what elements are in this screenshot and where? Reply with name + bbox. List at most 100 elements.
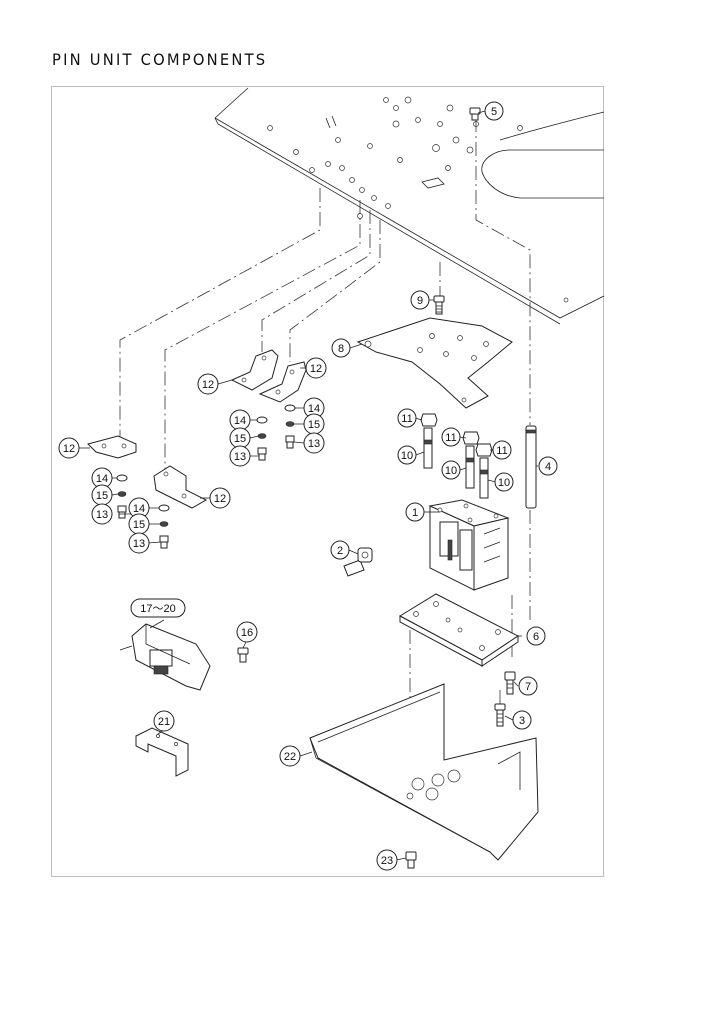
svg-text:13: 13 bbox=[96, 509, 108, 521]
callout-3: 3 bbox=[512, 710, 532, 730]
tray-22 bbox=[309, 683, 539, 861]
callout-11-b: 11 bbox=[441, 427, 461, 447]
svg-text:17～20: 17～20 bbox=[140, 603, 175, 615]
callout-11-c: 11 bbox=[492, 440, 512, 460]
nut-11-b bbox=[462, 431, 480, 445]
callout-13-d: 13 bbox=[303, 432, 325, 454]
cover-21 bbox=[135, 727, 189, 777]
svg-text:22: 22 bbox=[284, 751, 296, 763]
callout-1: 1 bbox=[405, 502, 425, 522]
sensor-unit-17-20 bbox=[119, 623, 211, 691]
callout-12-b: 12 bbox=[209, 487, 231, 509]
svg-text:15: 15 bbox=[96, 490, 108, 502]
washer-14-b bbox=[158, 504, 170, 512]
callouts: 5 9 8 11 10 11 11 10 10 4 1 2 6 7 3 22 2… bbox=[58, 101, 558, 871]
svg-text:6: 6 bbox=[533, 631, 539, 643]
callout-22: 22 bbox=[279, 745, 301, 767]
bracket-12-c bbox=[230, 349, 279, 391]
callout-15-a: 15 bbox=[91, 484, 113, 506]
callout-16: 16 bbox=[236, 621, 258, 643]
pin-10-a bbox=[423, 427, 433, 469]
screw-13-c bbox=[257, 447, 267, 461]
bracket-8 bbox=[356, 317, 513, 409]
svg-text:14: 14 bbox=[133, 503, 145, 515]
callout-12-a: 12 bbox=[58, 437, 80, 459]
svg-text:2: 2 bbox=[337, 545, 343, 557]
screw-9 bbox=[433, 295, 445, 315]
svg-text:13: 13 bbox=[234, 451, 246, 463]
callout-8: 8 bbox=[331, 338, 351, 358]
svg-text:16: 16 bbox=[241, 627, 253, 639]
callout-5: 5 bbox=[484, 101, 504, 121]
svg-text:14: 14 bbox=[96, 473, 108, 485]
svg-text:10: 10 bbox=[445, 465, 457, 477]
bracket-12-d bbox=[258, 361, 307, 403]
washer-14-c bbox=[256, 416, 268, 424]
svg-text:8: 8 bbox=[338, 343, 344, 355]
callout-12-d: 12 bbox=[305, 357, 327, 379]
callout-14-b: 14 bbox=[128, 497, 150, 519]
callout-21: 21 bbox=[153, 710, 175, 732]
callout-14-c: 14 bbox=[229, 409, 251, 431]
svg-text:15: 15 bbox=[308, 419, 320, 431]
callout-4: 4 bbox=[538, 456, 558, 476]
svg-text:9: 9 bbox=[417, 295, 423, 307]
mounting-plate-6 bbox=[398, 593, 519, 667]
svg-text:1: 1 bbox=[412, 507, 418, 519]
washer-15-a bbox=[117, 491, 127, 497]
callout-12-c: 12 bbox=[197, 373, 219, 395]
svg-text:14: 14 bbox=[308, 403, 320, 415]
svg-text:7: 7 bbox=[525, 681, 531, 693]
callout-15-b: 15 bbox=[128, 513, 150, 535]
callout-2: 2 bbox=[330, 540, 350, 560]
bracket-12-a bbox=[87, 435, 137, 459]
callout-10-c: 10 bbox=[494, 472, 514, 492]
callout-7: 7 bbox=[518, 676, 538, 696]
svg-text:15: 15 bbox=[234, 433, 246, 445]
pin-10-c bbox=[479, 457, 489, 499]
svg-text:11: 11 bbox=[496, 445, 507, 457]
svg-text:13: 13 bbox=[133, 538, 145, 550]
svg-text:12: 12 bbox=[214, 493, 226, 505]
callout-15-c: 15 bbox=[229, 427, 251, 449]
drawing-frame bbox=[51, 86, 604, 877]
callout-23: 23 bbox=[376, 849, 398, 871]
svg-text:14: 14 bbox=[234, 415, 246, 427]
washer-14-a bbox=[116, 474, 128, 482]
air-cylinder-1 bbox=[428, 499, 510, 591]
screw-23 bbox=[405, 851, 417, 869]
screw-16 bbox=[237, 647, 249, 663]
nut-11-a bbox=[420, 413, 438, 427]
page-title: PIN UNIT COMPONENTS bbox=[52, 50, 268, 69]
callout-11-a: 11 bbox=[397, 408, 417, 428]
svg-text:5: 5 bbox=[491, 106, 497, 118]
callout-6: 6 bbox=[526, 626, 546, 646]
pin-10-b bbox=[465, 445, 475, 489]
svg-text:11: 11 bbox=[401, 413, 412, 425]
callout-10-a: 10 bbox=[397, 445, 417, 465]
leader-lines bbox=[78, 110, 538, 861]
screw-7 bbox=[504, 671, 516, 695]
svg-text:10: 10 bbox=[498, 477, 510, 489]
svg-text:21: 21 bbox=[158, 716, 170, 728]
screw-13-b bbox=[159, 535, 169, 549]
svg-text:12: 12 bbox=[310, 363, 322, 375]
svg-text:4: 4 bbox=[545, 461, 551, 473]
washer-15-c bbox=[257, 433, 267, 439]
base-plate bbox=[214, 87, 605, 325]
rod-4 bbox=[525, 425, 537, 509]
bracket-12-b bbox=[153, 465, 208, 509]
svg-text:11: 11 bbox=[445, 432, 456, 444]
svg-text:13: 13 bbox=[308, 438, 320, 450]
svg-text:23: 23 bbox=[381, 855, 393, 867]
screw-3 bbox=[494, 703, 506, 727]
washer-15-b bbox=[159, 521, 169, 527]
callout-13-c: 13 bbox=[229, 445, 251, 467]
callout-13-a: 13 bbox=[91, 503, 113, 525]
washer-15-d bbox=[285, 421, 295, 427]
svg-text:10: 10 bbox=[401, 450, 413, 462]
callout-10-b: 10 bbox=[441, 460, 461, 480]
fitting-2 bbox=[343, 547, 373, 577]
svg-text:3: 3 bbox=[519, 715, 525, 727]
